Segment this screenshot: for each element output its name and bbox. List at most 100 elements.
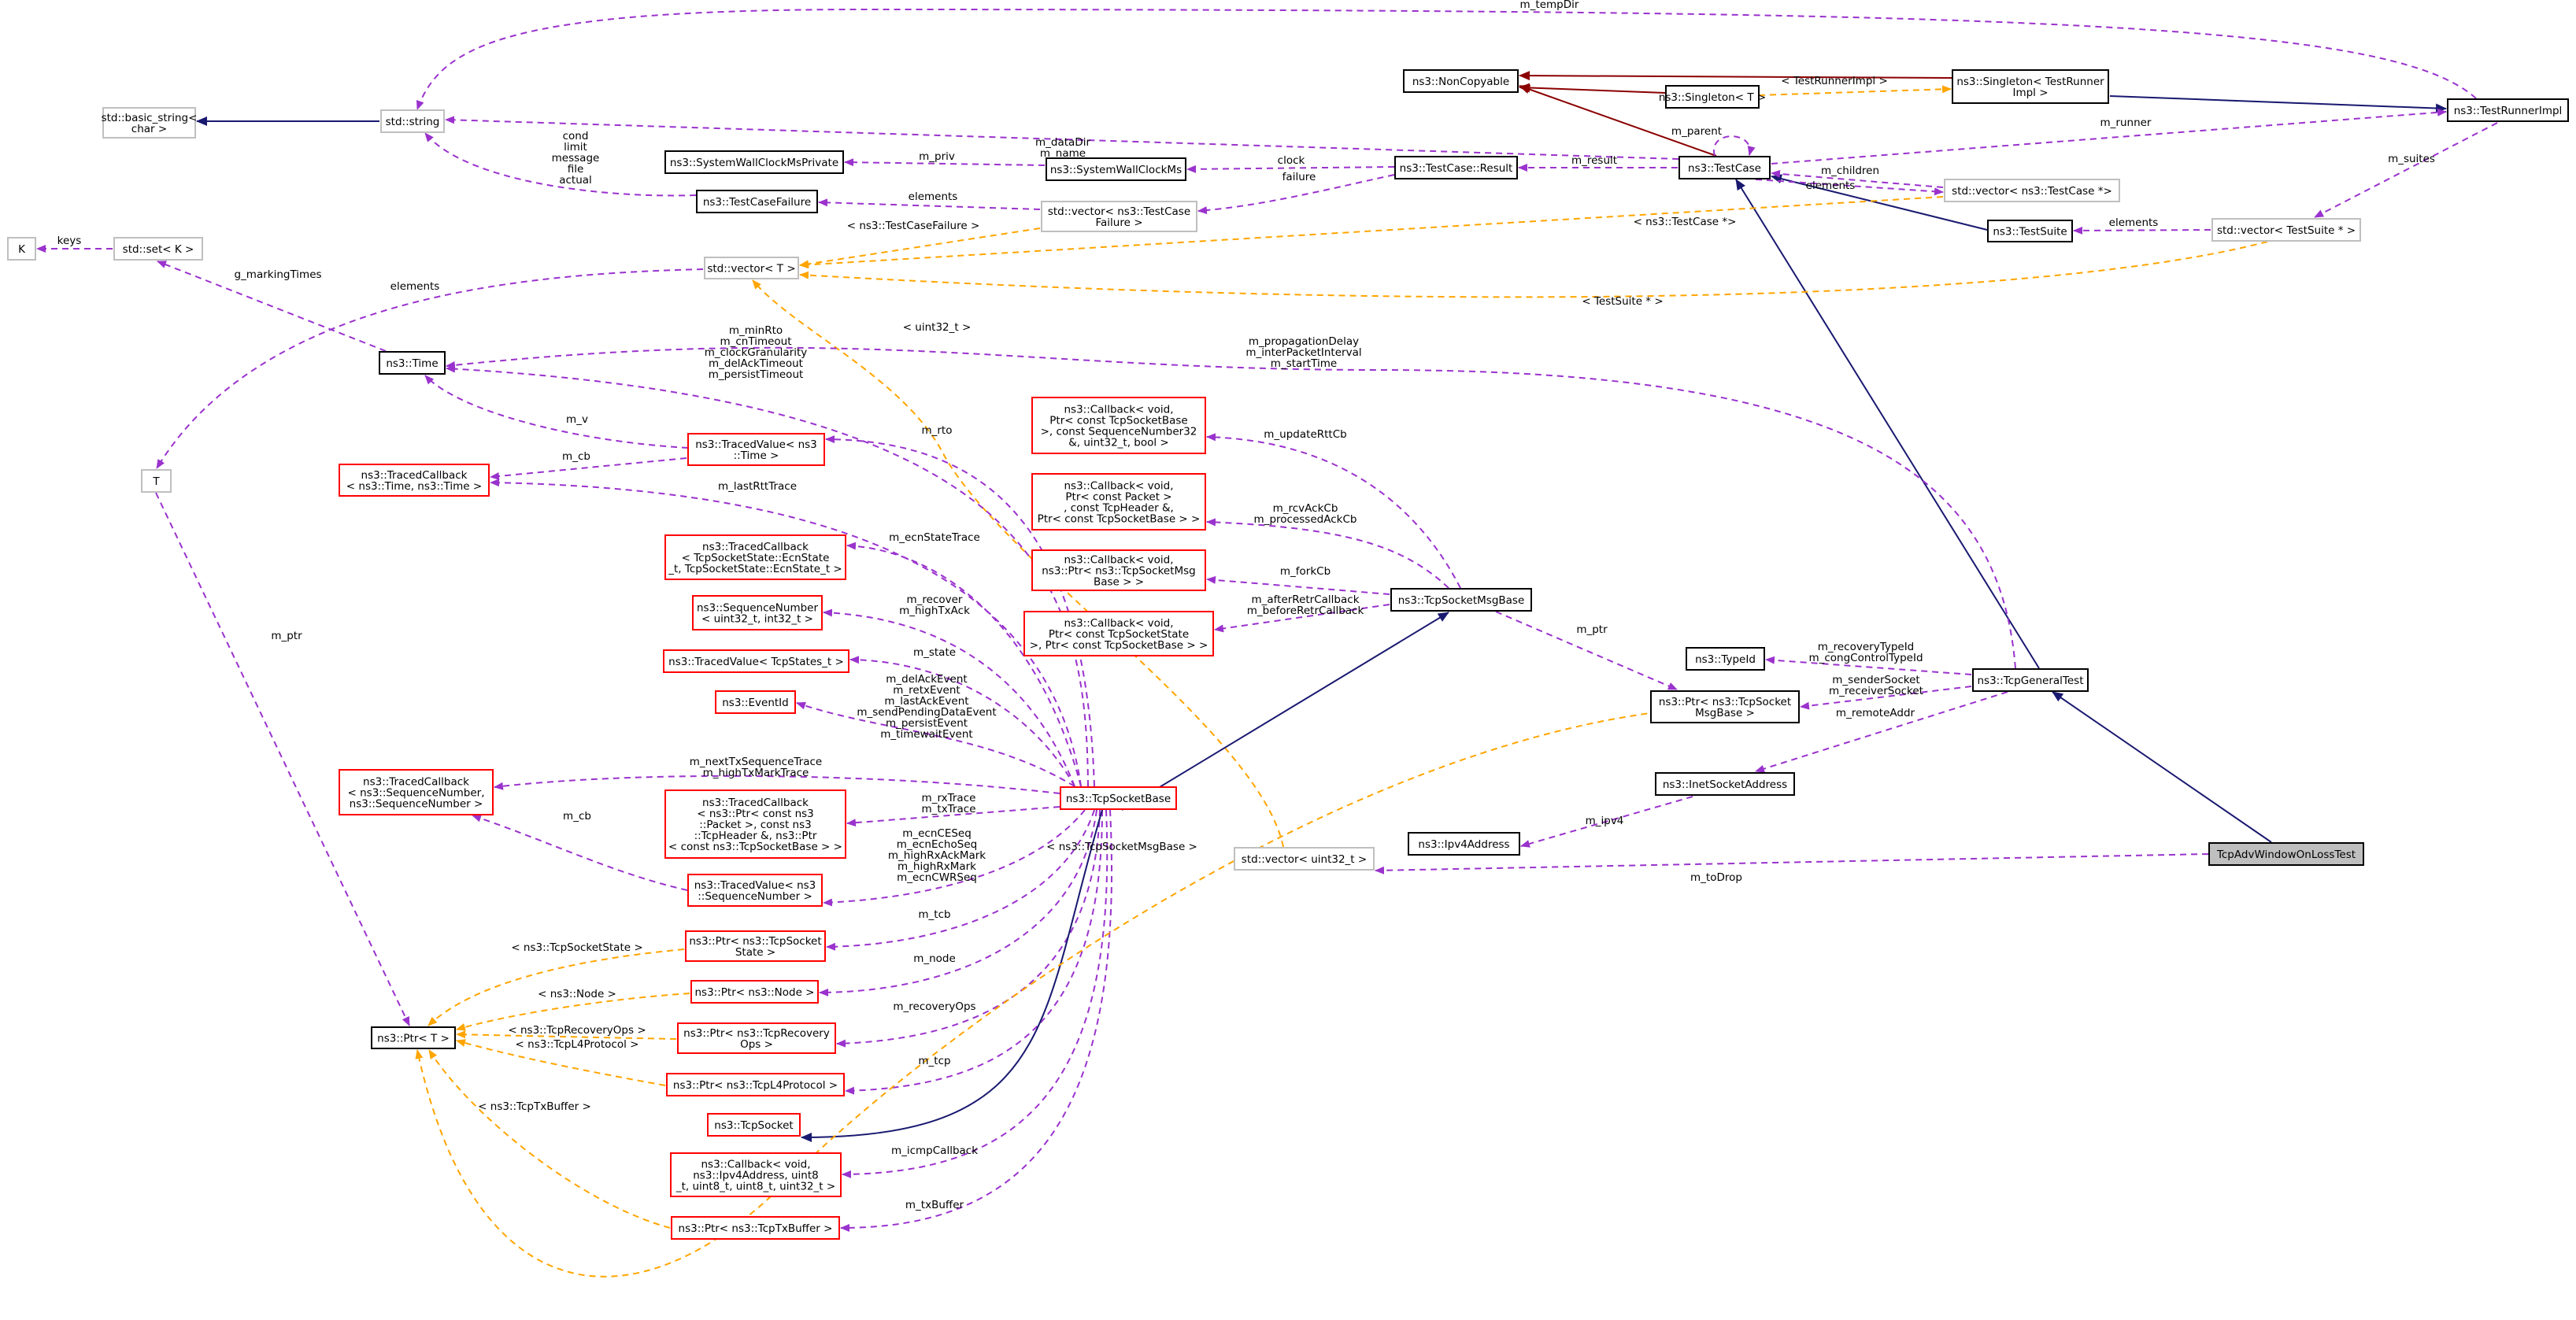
class-node-ptrNode[interactable]: ns3::Ptr< ns3::Node > bbox=[690, 980, 819, 1004]
class-node-testrunnerimpl[interactable]: ns3::TestRunnerImpl bbox=[2447, 98, 2569, 122]
edge-syswallclockpriv-to-syswallclock bbox=[844, 158, 1046, 167]
class-node-box bbox=[1952, 69, 2109, 104]
edge-label: < ns3::TestCase *> bbox=[1634, 216, 1737, 228]
class-node-ptrRecovery[interactable]: ns3::Ptr< ns3::TcpRecoveryOps > bbox=[677, 1022, 836, 1054]
class-node-cbIcmp[interactable]: ns3::Callback< void,ns3::Ipv4Address, ui… bbox=[670, 1152, 842, 1197]
edge-vectorT-to-vecTestSuite bbox=[799, 241, 2268, 298]
class-node-label: ns3::InetSocketAddress bbox=[1663, 778, 1787, 791]
class-node-focus[interactable]: TcpAdvWindowOnLossTest bbox=[2208, 842, 2364, 866]
class-node-noncopyable[interactable]: ns3::NonCopyable bbox=[1403, 69, 1519, 93]
class-node-label: ns3::TracedValue< TcpStates_t > bbox=[668, 656, 844, 668]
class-node-label: ns3::Ptr< ns3::TcpTxBuffer > bbox=[679, 1222, 833, 1235]
class-node-tracedCbEcn[interactable]: ns3::TracedCallback< TcpSocketState::Ecn… bbox=[664, 534, 846, 580]
class-node-basicstring[interactable]: std::basic_string<char > bbox=[102, 107, 198, 139]
class-node-time[interactable]: ns3::Time bbox=[379, 351, 446, 375]
class-node-K[interactable]: K bbox=[7, 237, 36, 261]
class-node-vecTestCase[interactable]: std::vector< ns3::TestCase *> bbox=[1944, 179, 2120, 202]
class-node-label: ns3::Callback< void, bbox=[1064, 617, 1173, 630]
class-node-label: ns3::Ipv4Address bbox=[1418, 838, 1509, 851]
class-node-testcase[interactable]: ns3::TestCase bbox=[1678, 156, 1771, 179]
class-node-box bbox=[379, 351, 446, 375]
class-node-tracedCbPacket[interactable]: ns3::TracedCallback< ns3::Ptr< const ns3… bbox=[664, 789, 846, 859]
class-node-ptrTxBuffer[interactable]: ns3::Ptr< ns3::TcpTxBuffer > bbox=[671, 1216, 840, 1240]
class-node-testcaseresult[interactable]: ns3::TestCase::Result bbox=[1394, 156, 1518, 179]
class-node-tracedValueStates[interactable]: ns3::TracedValue< TcpStates_t > bbox=[663, 649, 849, 673]
edge-label: elements bbox=[909, 190, 958, 203]
class-node-label: ns3::TcpSocketMsgBase bbox=[1398, 594, 1525, 607]
class-node-inetsocket[interactable]: ns3::InetSocketAddress bbox=[1655, 772, 1795, 796]
edge-label: < TestRunnerImpl > bbox=[1781, 75, 1888, 87]
class-node-syswallclockpriv[interactable]: ns3::SystemWallClockMsPrivate bbox=[664, 150, 844, 174]
class-node-typeid[interactable]: ns3::TypeId bbox=[1686, 647, 1765, 671]
class-node-tracedValueSeq[interactable]: ns3::TracedValue< ns3::SequenceNumber > bbox=[687, 874, 823, 907]
class-node-tracedValueTime[interactable]: ns3::TracedValue< ns3::Time > bbox=[687, 433, 825, 466]
class-node-eventid[interactable]: ns3::EventId bbox=[715, 690, 796, 714]
class-node-tcpgeneraltest[interactable]: ns3::TcpGeneralTest bbox=[1972, 668, 2089, 692]
class-node-vecTestSuite[interactable]: std::vector< TestSuite * > bbox=[2211, 218, 2361, 242]
class-node-label: T bbox=[152, 475, 160, 488]
class-node-tracedCbSeq[interactable]: ns3::TracedCallback< ns3::SequenceNumber… bbox=[339, 769, 494, 815]
edge-label: < ns3::Node > bbox=[538, 988, 616, 1000]
edge-label: m_tcb bbox=[918, 908, 950, 921]
class-node-syswallclock[interactable]: ns3::SystemWallClockMs bbox=[1046, 157, 1186, 181]
class-node-testsuite[interactable]: ns3::TestSuite bbox=[1987, 220, 2073, 242]
edge-label: m_cb bbox=[562, 450, 590, 463]
class-node-vecFailure[interactable]: std::vector< ns3::TestCaseFailure > bbox=[1041, 201, 1197, 232]
class-node-seqnum[interactable]: ns3::SequenceNumber< uint32_t, int32_t > bbox=[692, 595, 823, 630]
edge-label: m_delAckEvent bbox=[886, 673, 967, 686]
class-node-stdstring[interactable]: std::string bbox=[380, 109, 445, 133]
class-node-singletonT[interactable]: ns3::Singleton< T > bbox=[1659, 85, 1766, 109]
class-node-label: ::TcpHeader &, ns3::Ptr bbox=[694, 830, 817, 842]
class-node-ipv4[interactable]: ns3::Ipv4Address bbox=[1408, 832, 1520, 856]
class-node-box bbox=[371, 1026, 456, 1049]
class-node-box bbox=[113, 237, 203, 261]
edge-label: m_highRxAckMark bbox=[888, 849, 986, 862]
class-node-vecUint[interactable]: std::vector< uint32_t > bbox=[1234, 847, 1375, 871]
edge-singletonRunner-to-testrunnerimpl bbox=[2109, 95, 2447, 113]
class-node-label: ns3::TracedCallback bbox=[363, 776, 469, 789]
class-node-tracedCbTime[interactable]: ns3::TracedCallback< ns3::Time, ns3::Tim… bbox=[339, 464, 490, 497]
class-node-ptrState[interactable]: ns3::Ptr< ns3::TcpSocketState > bbox=[685, 930, 826, 962]
edge-label: m_cnTimeout bbox=[720, 335, 791, 348]
edge-label: m_lastAckEvent bbox=[884, 695, 968, 708]
edge-ptrT-to-ptrState bbox=[427, 948, 685, 1026]
edge-label: m_node bbox=[913, 952, 956, 965]
class-node-cbFork[interactable]: ns3::Callback< void,ns3::Ptr< ns3::TcpSo… bbox=[1031, 549, 1206, 591]
edge-syswallclock-to-testcaseresult bbox=[1186, 165, 1395, 173]
class-node-box bbox=[696, 190, 818, 213]
class-node-label: ns3::TestCase::Result bbox=[1400, 162, 1513, 175]
class-node-ptrL4[interactable]: ns3::Ptr< ns3::TcpL4Protocol > bbox=[666, 1073, 845, 1096]
edge-tracedCbEcn-to-tcpsocketbase bbox=[846, 542, 1082, 787]
class-node-ptrT[interactable]: ns3::Ptr< T > bbox=[371, 1026, 456, 1049]
edge-label: m_ecnCESeq bbox=[902, 827, 972, 840]
class-node-cbRetr[interactable]: ns3::Callback< void,Ptr< const TcpSocket… bbox=[1023, 611, 1214, 656]
edge-label: m_tcp bbox=[918, 1055, 950, 1067]
class-node-box bbox=[664, 534, 846, 580]
edge-label: < TestSuite * > bbox=[1582, 295, 1663, 308]
class-node-T[interactable]: T bbox=[141, 469, 172, 493]
class-node-label: TcpAdvWindowOnLossTest bbox=[2216, 849, 2356, 861]
edge-label: m_timewaitEvent bbox=[880, 728, 972, 741]
class-node-tcpsocketmsgbase[interactable]: ns3::TcpSocketMsgBase bbox=[1390, 588, 1532, 612]
class-node-tcpsocket[interactable]: ns3::TcpSocket bbox=[707, 1113, 801, 1137]
class-node-label: ns3::Time bbox=[386, 357, 438, 370]
class-node-box bbox=[141, 469, 172, 493]
edge-label: m_propagationDelay bbox=[1249, 335, 1359, 348]
class-node-cbRtt[interactable]: ns3::Callback< void,Ptr< const TcpSocket… bbox=[1031, 397, 1206, 454]
class-node-ptrMsgBase[interactable]: ns3::Ptr< ns3::TcpSocketMsgBase > bbox=[1650, 690, 1800, 723]
class-node-box bbox=[1403, 69, 1519, 93]
class-node-vectorT[interactable]: std::vector< T > bbox=[704, 257, 799, 279]
class-node-testcasefailure[interactable]: ns3::TestCaseFailure bbox=[696, 190, 818, 213]
class-node-singletonRunner[interactable]: ns3::Singleton< TestRunnerImpl > bbox=[1952, 69, 2109, 104]
class-node-cbRcvAck[interactable]: ns3::Callback< void,Ptr< const Packet >,… bbox=[1031, 473, 1206, 531]
class-node-box bbox=[1394, 156, 1518, 179]
class-node-tcpsocketbase[interactable]: ns3::TcpSocketBase bbox=[1060, 786, 1177, 810]
edge-label: m_dataDir bbox=[1035, 136, 1090, 149]
edge-ptrT-to-ptrTxBuffer bbox=[428, 1049, 671, 1229]
edge-label: cond bbox=[563, 130, 589, 142]
edge-label: keys bbox=[57, 235, 82, 247]
class-node-stdset[interactable]: std::set< K > bbox=[113, 237, 203, 261]
class-node-box bbox=[1046, 157, 1186, 181]
edge-label: m_ptr bbox=[271, 630, 302, 642]
edge-vecFailure-to-testcaseresult bbox=[1197, 174, 1395, 215]
